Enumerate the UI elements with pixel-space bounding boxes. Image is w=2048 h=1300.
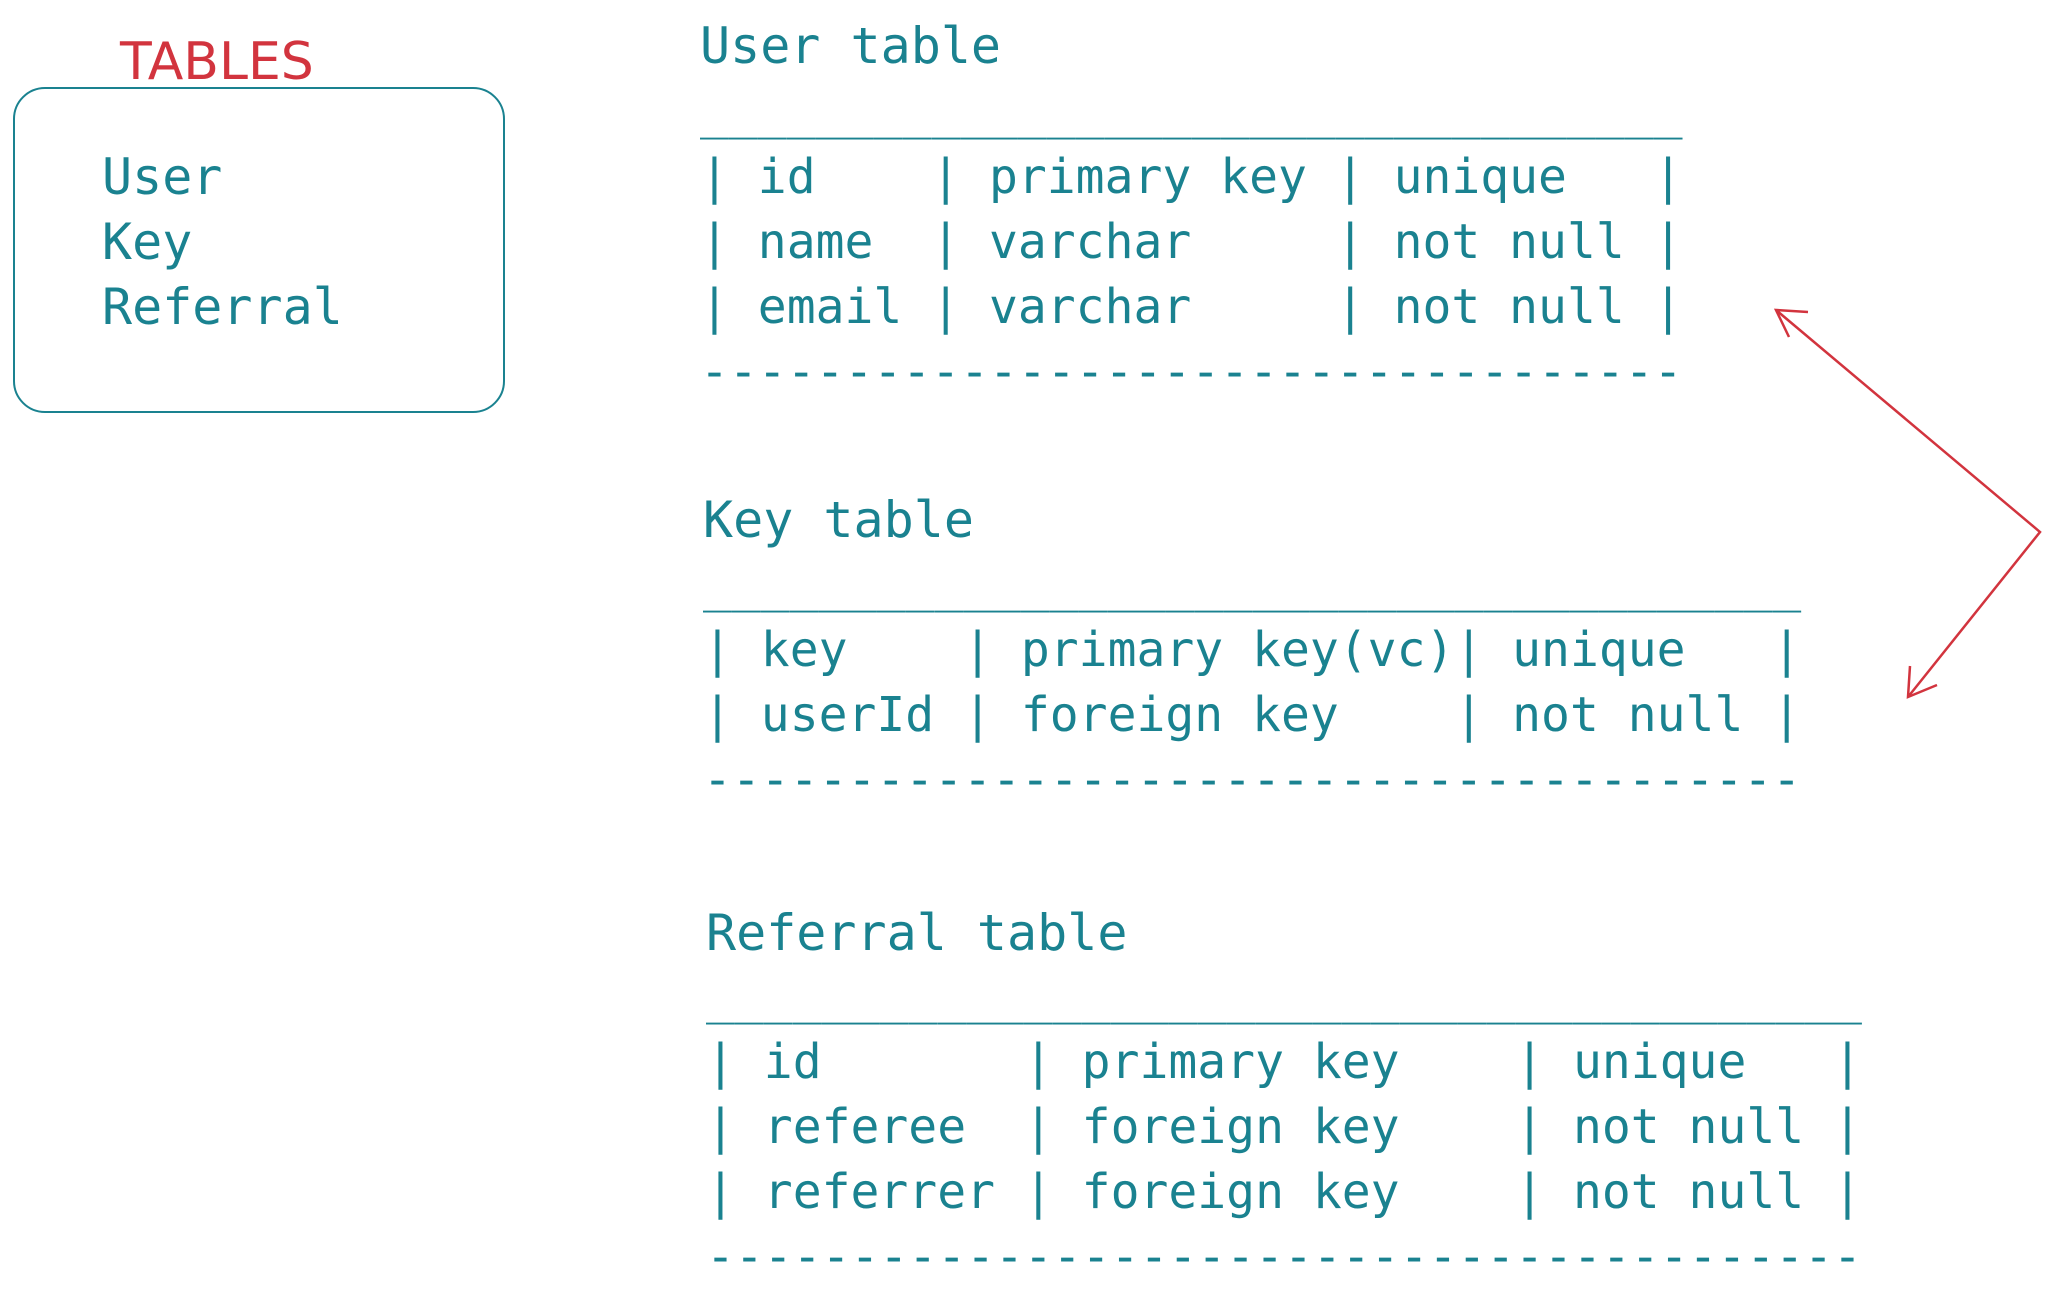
tables-list-item-key: Key (102, 213, 193, 271)
tables-panel: User Key Referral (13, 87, 505, 413)
tables-list: User Key Referral (102, 145, 343, 340)
relation-arrowhead-top (1773, 308, 1809, 338)
user-table-row-id: | id | primary key | unique | (700, 149, 1683, 205)
key-table: ______________________________________ | … (703, 553, 1801, 813)
tables-list-item-user: User (102, 148, 223, 206)
referral-table-bottom-rule: ---------------------------------------- (706, 1229, 1862, 1285)
user-table-row-name: | name | varchar | not null | (700, 214, 1683, 270)
tables-panel-title: TABLES (120, 32, 314, 92)
referral-table-row-referee: | referee | foreign key | not null | (706, 1099, 1862, 1155)
user-table-bottom-rule: ---------------------------------- (700, 344, 1683, 400)
key-table-top-rule: ______________________________________ (703, 557, 1802, 613)
key-table-title: Key table (703, 491, 974, 549)
key-table-row-userid: | userId | foreign key | not null | (703, 687, 1802, 743)
relation-arrowhead-bottom (1906, 665, 1938, 699)
key-table-bottom-rule: -------------------------------------- (703, 752, 1802, 808)
referral-table-row-referrer: | referrer | foreign key | not null | (706, 1164, 1862, 1220)
user-table: __________________________________ | id |… (700, 80, 1683, 405)
referral-table-row-id: | id | primary key | unique | (706, 1034, 1862, 1090)
key-table-row-key: | key | primary key(vc)| unique | (703, 622, 1802, 678)
referral-table: ________________________________________… (706, 965, 1862, 1290)
referral-table-top-rule: ________________________________________ (706, 969, 1862, 1025)
user-table-row-email: | email | varchar | not null | (700, 279, 1683, 335)
user-table-top-rule: __________________________________ (700, 84, 1683, 140)
referral-table-title: Referral table (706, 904, 1128, 962)
user-table-title: User table (700, 17, 1002, 75)
tables-list-item-referral: Referral (102, 278, 343, 336)
relation-arrow-line (1775, 309, 2042, 698)
